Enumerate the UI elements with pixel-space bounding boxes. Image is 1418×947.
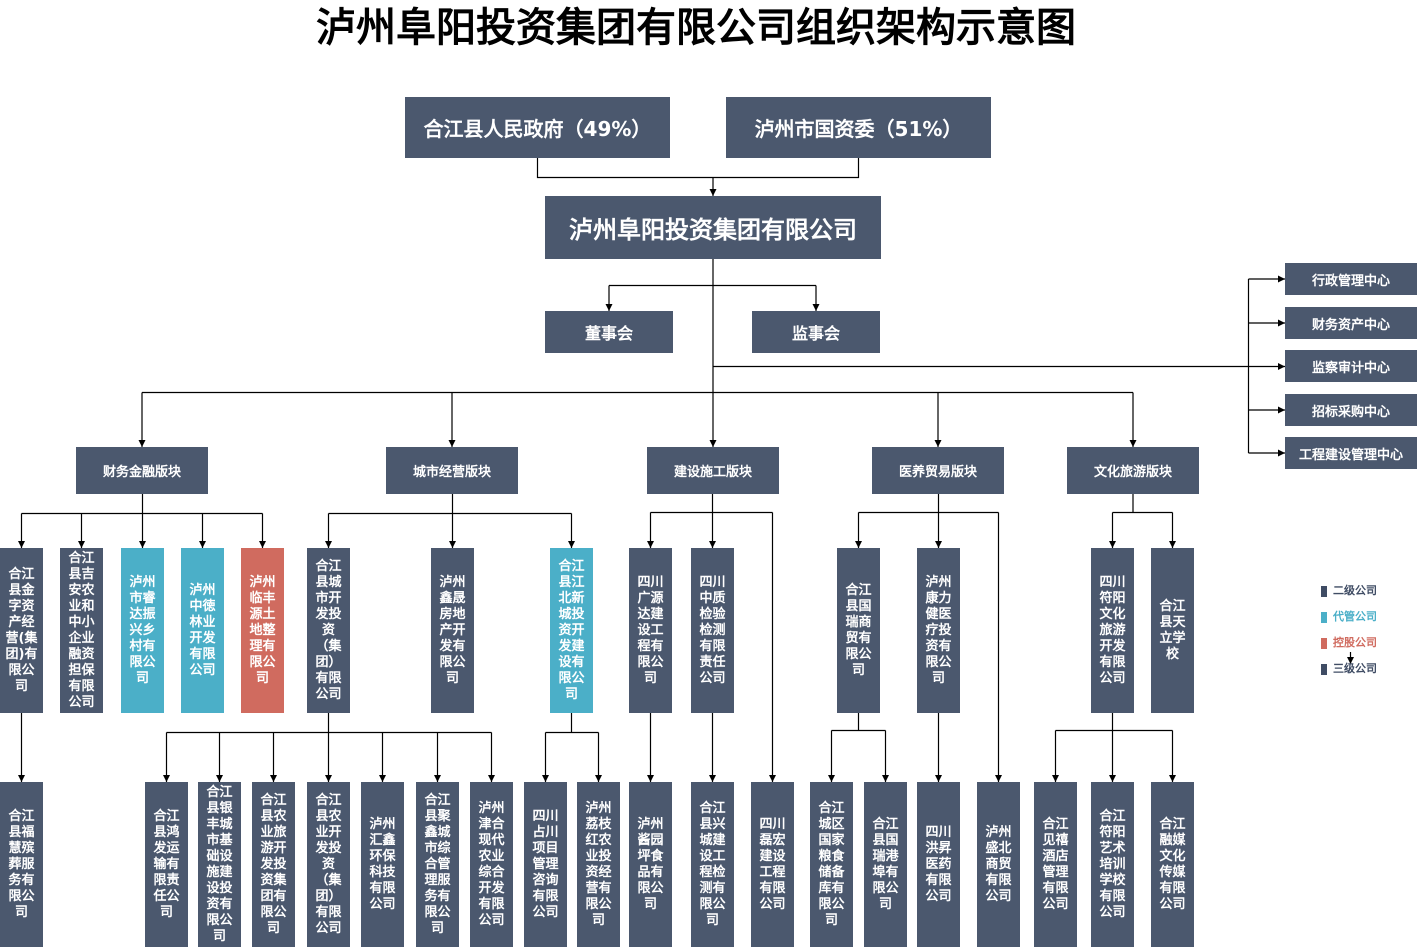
- legend-swatch: [1321, 612, 1327, 623]
- third-level-company-box: 合江县鸿发运输有限责任公司: [145, 782, 188, 947]
- company-label: 合江符阳艺术培训学校有限公司: [1099, 808, 1126, 920]
- second-level-company-box: 泸州临丰源土地整理有限公司: [241, 548, 284, 713]
- third-level-company-box: 合江县兴城建设工程检测有限公司: [691, 782, 734, 947]
- company-label: 泸州酱园坪食品有限公司: [637, 816, 664, 912]
- company-label: 泸州市睿达振兴乡村有限公司: [129, 574, 156, 686]
- company-label: 泸州鑫晟房地产开发有限公司: [439, 574, 466, 686]
- second-level-company-box: 合江县国瑞商贸有限公司: [837, 548, 880, 713]
- second-level-company-box: 合江县金字资产经营(集团)有限公司: [0, 548, 43, 713]
- third-level-company-box: 四川磊宏建设工程有限公司: [751, 782, 794, 947]
- segment-box: 医养贸易版块: [872, 447, 1004, 494]
- segment-box: 建设施工版块: [647, 447, 779, 494]
- third-level-company-box: 合江符阳艺术培训学校有限公司: [1091, 782, 1134, 947]
- company-label: 合江县国瑞商贸有限公司: [845, 582, 872, 678]
- second-level-company-box: 合江县吉安农业和中小企业融资担保有限公司: [60, 548, 103, 713]
- third-level-company-box: 泸州盛北商贸有限公司: [977, 782, 1020, 947]
- third-level-company-box: 合江见禧酒店管理有限公司: [1034, 782, 1077, 947]
- company-label: 合江县吉安农业和中小企业融资担保有限公司: [68, 550, 95, 710]
- third-level-company-box: 合江县农业开发投资（集团）有限公司: [307, 782, 350, 947]
- company-label: 泸州中徳林业开发有限公司: [189, 582, 216, 678]
- legend-label: 代管公司: [1333, 610, 1377, 623]
- third-level-company-box: 泸州汇鑫环保科技有限公司: [361, 782, 404, 947]
- center-box: 财务资产中心: [1285, 307, 1417, 339]
- shareholder-box: 合江县人民政府（49%）: [405, 97, 670, 158]
- second-level-company-box: 泸州鑫晟房地产开发有限公司: [431, 548, 474, 713]
- company-label: 四川占川项目管理咨询有限公司: [532, 808, 559, 920]
- company-label: 合江县鸿发运输有限责任公司: [153, 808, 180, 920]
- company-label: 四川广源达建设工程有限公司: [637, 574, 664, 686]
- third-level-company-box: 泸州荔枝红农业投资经营有限公司: [577, 782, 620, 947]
- company-label: 泸州汇鑫环保科技有限公司: [369, 816, 396, 912]
- company-label: 合江县福慧殡葬服务有限公司: [8, 808, 35, 920]
- legend-label: 控股公司: [1333, 636, 1377, 649]
- segment-box: 城市经营版块: [386, 447, 518, 494]
- company-label: 泸州临丰源土地整理有限公司: [249, 574, 276, 686]
- company-label: 四川磊宏建设工程有限公司: [759, 816, 786, 912]
- third-level-company-box: 合江县国瑞港埠有限公司: [864, 782, 907, 947]
- third-level-company-box: 泸州酱园坪食品有限公司: [629, 782, 672, 947]
- board-of-supervisors-box: 监事会: [752, 311, 880, 353]
- company-label: 合江县城市开发投资（集团）有限公司: [315, 558, 342, 702]
- second-level-company-box: 四川广源达建设工程有限公司: [629, 548, 672, 713]
- company-label: 泸州荔枝红农业投资经营有限公司: [585, 800, 612, 928]
- center-box: 监察审计中心: [1285, 350, 1417, 382]
- legend: 二级公司 代管公司 控股公司 三级公司: [1318, 582, 1398, 686]
- legend-swatch: [1321, 664, 1327, 675]
- third-level-company-box: 合江县福慧殡葬服务有限公司: [0, 782, 43, 947]
- third-level-company-box: 合江县农业旅游开发投资集团有限公司: [252, 782, 295, 947]
- third-level-company-box: 四川洪昇医药有限公司: [917, 782, 960, 947]
- company-label: 四川符阳文化旅游开发有限公司: [1099, 574, 1126, 686]
- center-box: 行政管理中心: [1285, 263, 1417, 295]
- second-level-company-box: 合江县天立学校: [1151, 548, 1194, 713]
- third-level-company-box: 泸州津合现代农业综合开发有限公司: [470, 782, 513, 947]
- legend-item: 控股公司: [1318, 634, 1398, 660]
- company-label: 合江县农业旅游开发投资集团有限公司: [260, 792, 287, 936]
- company-label: 合江县天立学校: [1159, 598, 1186, 662]
- legend-label: 三级公司: [1333, 662, 1377, 675]
- company-label: 四川中质检验检测有限责任公司: [699, 574, 726, 686]
- center-box: 工程建设管理中心: [1285, 437, 1417, 469]
- second-level-company-box: 泸州市睿达振兴乡村有限公司: [121, 548, 164, 713]
- second-level-company-box: 泸州康力健医疗投资有限公司: [917, 548, 960, 713]
- third-level-company-box: 合江城区国家粮食储备库有限公司: [810, 782, 853, 947]
- legend-item: 代管公司: [1318, 608, 1398, 634]
- company-label: 合江县银丰城市基础设施建设投资有限公司: [206, 784, 233, 944]
- legend-swatch: [1321, 586, 1327, 597]
- legend-item: 三级公司: [1318, 660, 1398, 686]
- legend-item: 二级公司: [1318, 582, 1398, 608]
- segment-box: 文化旅游版块: [1067, 447, 1199, 494]
- company-label: 泸州津合现代农业综合开发有限公司: [478, 800, 505, 928]
- second-level-company-box: 泸州中徳林业开发有限公司: [181, 548, 224, 713]
- legend-swatch: [1321, 638, 1327, 649]
- company-label: 泸州盛北商贸有限公司: [985, 824, 1012, 904]
- third-level-company-box: 合江县聚鑫城市综合管理服务有限公司: [416, 782, 459, 947]
- shareholder-box: 泸州市国资委（51%）: [726, 97, 991, 158]
- second-level-company-box: 合江县江北新城投资开发建设有限公司: [550, 548, 593, 713]
- company-label: 合江县农业开发投资（集团）有限公司: [315, 792, 342, 936]
- third-level-company-box: 四川占川项目管理咨询有限公司: [524, 782, 567, 947]
- second-level-company-box: 四川中质检验检测有限责任公司: [691, 548, 734, 713]
- legend-label: 二级公司: [1333, 584, 1377, 597]
- page-title: 泸州阜阳投资集团有限公司组织架构示意图: [316, 5, 1076, 51]
- company-label: 合江融媒文化传媒有限公司: [1159, 816, 1186, 912]
- company-label: 合江县聚鑫城市综合管理服务有限公司: [424, 792, 451, 936]
- second-level-company-box: 四川符阳文化旅游开发有限公司: [1091, 548, 1134, 713]
- company-label: 合江县江北新城投资开发建设有限公司: [558, 558, 585, 702]
- connector-line: [536, 158, 860, 179]
- segment-box: 财务金融版块: [76, 447, 208, 494]
- company-label: 合江县金字资产经营(集团)有限公司: [5, 566, 38, 694]
- company-label: 合江县兴城建设工程检测有限公司: [699, 800, 726, 928]
- second-level-company-box: 合江县城市开发投资（集团）有限公司: [307, 548, 350, 713]
- company-label: 合江见禧酒店管理有限公司: [1042, 816, 1069, 912]
- third-level-company-box: 合江县银丰城市基础设施建设投资有限公司: [198, 782, 241, 947]
- company-label: 泸州康力健医疗投资有限公司: [925, 574, 952, 686]
- center-box: 招标采购中心: [1285, 394, 1417, 426]
- company-label: 合江城区国家粮食储备库有限公司: [818, 800, 845, 928]
- group-box: 泸州阜阳投资集团有限公司: [545, 196, 881, 259]
- company-label: 合江县国瑞港埠有限公司: [872, 816, 899, 912]
- third-level-company-box: 合江融媒文化传媒有限公司: [1151, 782, 1194, 947]
- board-of-directors-box: 董事会: [545, 311, 673, 353]
- company-label: 四川洪昇医药有限公司: [925, 824, 952, 904]
